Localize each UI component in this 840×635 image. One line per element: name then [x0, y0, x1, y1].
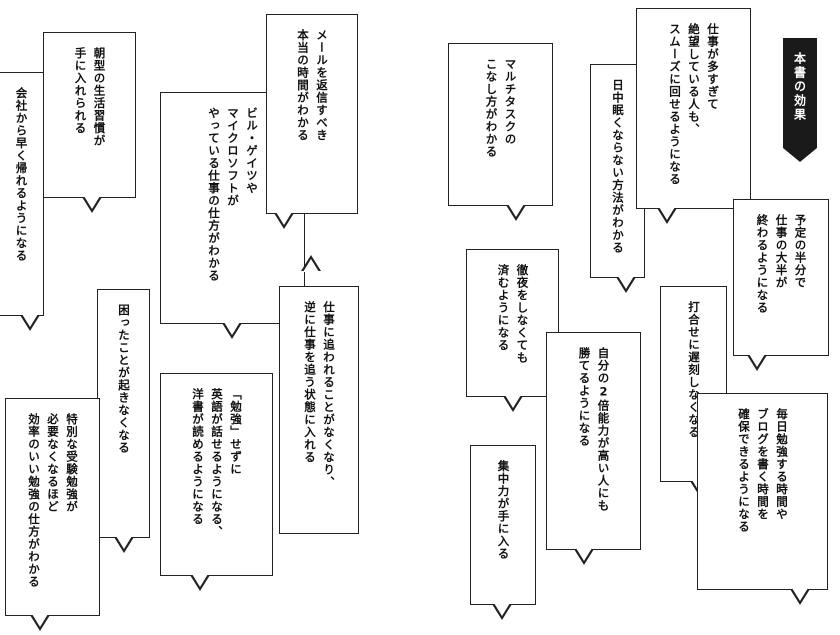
bubble-study-time: 毎日勉強する時間や ブログを書く時間を 確保できるようになる: [697, 393, 828, 590]
bubble-text: 毎日勉強する時間や ブログを書く時間を 確保できるようになる: [737, 408, 789, 533]
bubble-text: 徹夜をしなくても 済むようになる: [496, 264, 530, 364]
bubble-no-trouble: 困ったことが起きなくなる: [97, 289, 150, 538]
bubble-text: 集中力が手に入る: [496, 460, 511, 560]
bubble-text: 予定の半分で 仕事の大半が 終わるようになる: [755, 214, 808, 314]
bubble-chase-work: 仕事に追われることがなくなり、 逆に仕事を追う状態に入れる: [279, 286, 359, 534]
bubble-concentration: 集中力が手に入る: [470, 445, 536, 605]
bubble-text: マルチタスクの こなし方がわかる: [484, 58, 518, 158]
bubble-efficient-study: 特別な受験勉強が 必要なくなるほど 効率のいい勉強の仕方がわかる: [5, 398, 100, 616]
bubble-leave-work-early: 会社から早く帰れるようになる: [0, 72, 44, 316]
badge-pointer: [783, 148, 817, 162]
section-badge: 本書の効果: [783, 38, 817, 148]
bubble-text: 特別な受験勉強が 必要なくなるほど 効率のいい勉強の仕方がわかる: [27, 413, 79, 588]
bubble-morning-habit: 朝型の生活習慣が 手に入れられる: [43, 32, 136, 198]
bubble-text: 仕事が多すぎて 絶望している人も、 スムーズに回せるようになる: [668, 23, 720, 186]
bubble-text: ビル・ゲイツや マイクロソフトが やっている仕事の仕方がわかる: [207, 107, 259, 282]
bubble-text: 仕事に追われることがなくなり、 逆に仕事を追う状態に入れる: [303, 301, 336, 489]
bubble-text: 「勉強」せずに 英語が話せるようになる、 洋書が読めるようになる: [191, 388, 243, 538]
bubble-multitask: マルチタスクの こなし方がわかる: [448, 43, 553, 206]
bubble-text: 朝型の生活習慣が 手に入れられる: [73, 47, 107, 147]
bubble-half-schedule: 予定の半分で 仕事の大半が 終わるようになる: [733, 199, 829, 356]
bubble-text: 困ったことが起きなくなる: [117, 304, 131, 454]
bubble-text: 日中眠くならない方法がわかる: [611, 79, 625, 254]
bubble-too-much-work: 仕事が多すぎて 絶望している人も、 スムーズに回せるようになる: [636, 8, 751, 209]
bubble-english: 「勉強」せずに 英語が話せるようになる、 洋書が読めるようになる: [160, 373, 273, 576]
bubble-text: 会社から早く帰れるようになる: [14, 87, 29, 262]
bubble-not-sleepy: 日中眠くならない方法がわかる: [590, 64, 645, 278]
bubble-email-timing: メールを返信すべき 本当の時間がわかる: [266, 14, 358, 214]
bubble-no-all-nighter: 徹夜をしなくても 済むようになる: [466, 249, 559, 397]
bubble-beat-stronger: 自分の2倍能力が高い人にも 勝てるようになる: [546, 332, 641, 550]
bubble-text: 自分の2倍能力が高い人にも 勝てるようになる: [577, 347, 611, 512]
badge-label: 本書の効果: [792, 52, 807, 122]
bubble-text: メールを返信すべき 本当の時間がわかる: [296, 29, 329, 142]
